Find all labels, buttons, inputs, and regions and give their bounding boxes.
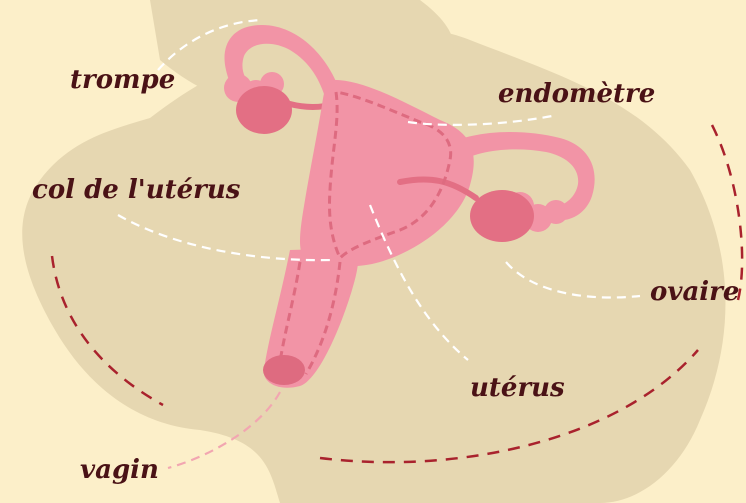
ovary-right	[470, 190, 534, 242]
label-ovaire: ovaire	[650, 277, 739, 307]
fimbriae-right-3	[544, 200, 568, 224]
ovary-left	[236, 86, 292, 134]
label-uterus: utérus	[470, 373, 565, 403]
label-endometre: endomètre	[498, 79, 655, 109]
label-col-uterus: col de l'utérus	[32, 175, 241, 205]
vaginal-opening	[263, 355, 305, 385]
label-trompe: trompe	[70, 65, 175, 95]
label-vagin: vagin	[80, 455, 159, 485]
